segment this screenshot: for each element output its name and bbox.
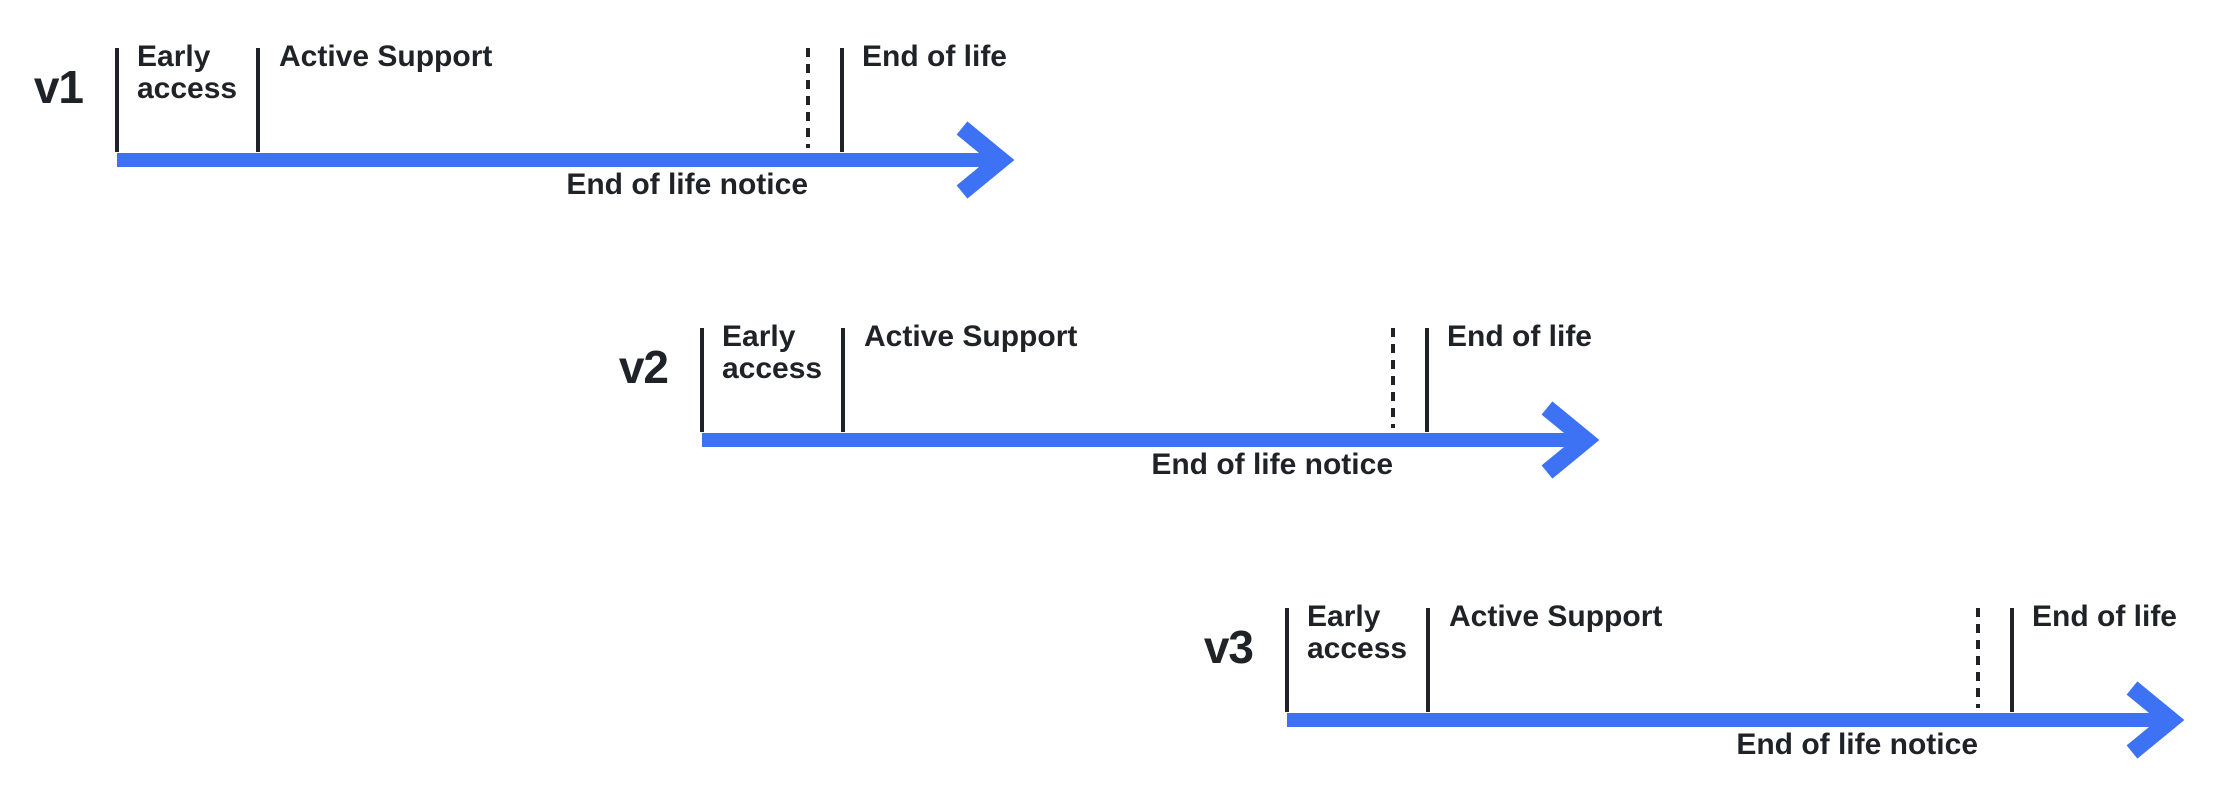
active-support-label: Active Support [1449, 600, 1663, 633]
version-label: v3 [1203, 621, 1254, 673]
end-of-life-label: End of life [2032, 600, 2177, 633]
timeline-arrow-icon [702, 401, 1600, 479]
early-access-label: Early access [137, 40, 238, 105]
end-of-life-label: End of life [1447, 320, 1592, 353]
active-support-label: Active Support [279, 40, 493, 73]
early-access-start-tick [1285, 608, 1289, 712]
active-support-start-tick [1426, 608, 1430, 712]
early-access-start-tick [115, 48, 119, 152]
timeline-row-v2: v2 Early access Active Support End of li… [619, 321, 1632, 498]
end-of-life-notice-label: End of life notice [1151, 448, 1393, 481]
end-of-life-notice-dashed-tick [1391, 328, 1395, 428]
end-of-life-tick [1425, 328, 1429, 432]
early-access-label: Early access [722, 320, 823, 385]
timeline-row-v1: v1 Early access Active Support End of li… [34, 41, 1047, 218]
end-of-life-label: End of life [862, 40, 1007, 73]
timeline-row-v3: v3 Early access Active Support End of li… [1204, 601, 2217, 778]
end-of-life-tick [840, 48, 844, 152]
end-of-life-tick [2010, 608, 2014, 712]
version-label: v2 [618, 341, 669, 393]
end-of-life-notice-dashed-tick [806, 48, 810, 148]
active-support-start-tick [256, 48, 260, 152]
end-of-life-notice-label: End of life notice [1736, 728, 1978, 761]
active-support-label: Active Support [864, 320, 1078, 353]
timeline-arrow-icon [1287, 681, 2185, 759]
early-access-label: Early access [1307, 600, 1408, 665]
early-access-start-tick [700, 328, 704, 432]
end-of-life-notice-label: End of life notice [566, 168, 808, 201]
version-label: v1 [33, 61, 84, 113]
timeline-arrow-icon [117, 121, 1015, 199]
end-of-life-notice-dashed-tick [1976, 608, 1980, 708]
active-support-start-tick [841, 328, 845, 432]
